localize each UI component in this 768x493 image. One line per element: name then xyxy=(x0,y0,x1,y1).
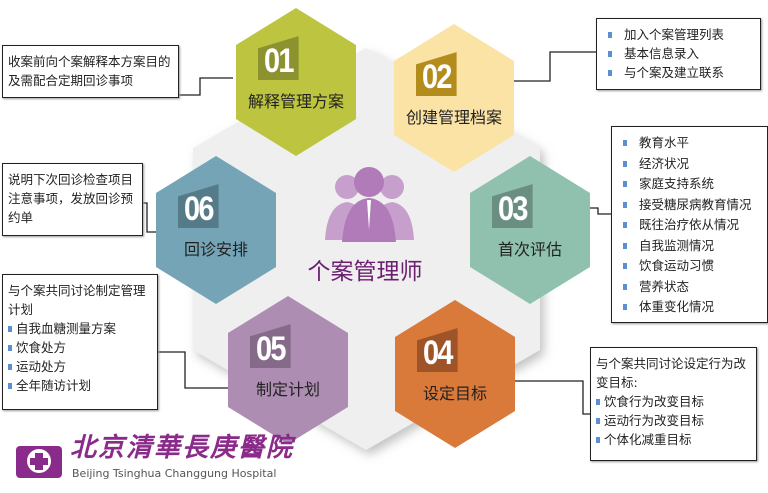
list-item: 全年随访计划 xyxy=(8,376,152,395)
step-label: 回诊安排 xyxy=(183,240,248,259)
list-item: 运动行为改变目标 xyxy=(596,411,751,430)
step-label: 制定计划 xyxy=(255,380,320,399)
step-number: 06 xyxy=(178,184,219,228)
callout-intro: 与个案共同讨论设定行为改变目标: xyxy=(596,356,747,390)
step-01-hexagon: 01 解释管理方案 xyxy=(236,8,356,156)
list-item: 经济状况 xyxy=(617,154,762,175)
logo-chinese-name: 北京清華長庚醫院 xyxy=(70,433,295,463)
list-item: 自我血糖测量方案 xyxy=(8,319,152,338)
list-item: 教育水平 xyxy=(617,133,762,154)
callout-05: 与个案共同讨论制定管理计划 自我血糖测量方案饮食处方运动处方全年随访计划 xyxy=(2,274,158,410)
step-06-hexagon: 06 回诊安排 xyxy=(156,156,276,304)
list-item: 饮食运动习惯 xyxy=(617,256,762,277)
connector-lines xyxy=(142,51,611,415)
list-item: 运动处方 xyxy=(8,357,152,376)
list-item: 家庭支持系统 xyxy=(617,174,762,195)
callout-02: 加入个案管理列表基本信息录入与个案及建立联系 xyxy=(596,18,761,90)
list-item: 接受糖尿病教育情况 xyxy=(617,195,762,216)
callout-03: 教育水平经济状况家庭支持系统接受糖尿病教育情况既往治疗依从情况自我监测情况饮食运… xyxy=(611,126,768,323)
hospital-logo: 北京清華長庚醫院 Beijing Tsinghua Changgung Hosp… xyxy=(14,434,314,490)
people-icon xyxy=(325,167,414,242)
step-label: 创建管理档案 xyxy=(405,108,502,127)
center-title: 个案管理师 xyxy=(307,259,423,285)
list-item: 既往治疗依从情况 xyxy=(617,215,762,236)
hospital-emblem-icon xyxy=(16,446,62,478)
list-item: 个体化减重目标 xyxy=(596,430,751,449)
callout-04: 与个案共同讨论设定行为改变目标: 饮食行为改变目标运动行为改变目标个体化减重目标 xyxy=(590,347,757,461)
step-label: 解释管理方案 xyxy=(247,92,344,111)
list-item: 饮食处方 xyxy=(8,338,152,357)
logo-english-name: Beijing Tsinghua Changgung Hospital xyxy=(72,467,277,480)
list-item: 与个案及建立联系 xyxy=(602,63,755,82)
list-item: 体重变化情况 xyxy=(617,297,762,318)
list-item: 营养状态 xyxy=(617,277,762,298)
callout-06: 说明下次回诊检查项目注意事项，发放回诊预约单 xyxy=(2,163,143,236)
step-label: 首次评估 xyxy=(497,240,562,259)
list-item: 基本信息录入 xyxy=(602,44,755,63)
step-number: 01 xyxy=(258,36,299,80)
list-item: 自我监测情况 xyxy=(617,236,762,257)
list-item: 加入个案管理列表 xyxy=(602,25,755,44)
list-item: 饮食行为改变目标 xyxy=(596,392,751,411)
callout-intro: 与个案共同讨论制定管理计划 xyxy=(8,283,146,317)
step-label: 设定目标 xyxy=(422,384,487,403)
callout-01: 收案前向个案解释本方案目的及需配合定期回诊事项 xyxy=(2,45,179,98)
